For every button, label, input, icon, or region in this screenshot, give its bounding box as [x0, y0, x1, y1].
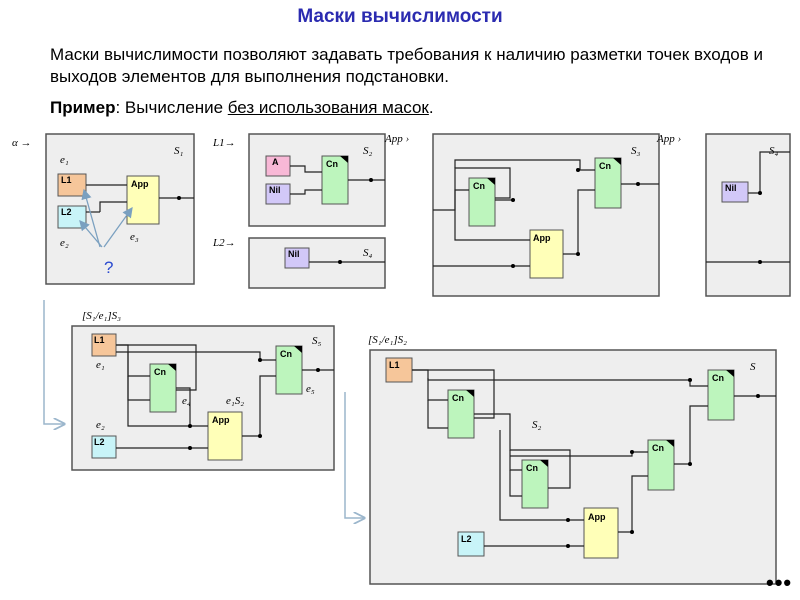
- subst2-label: [S₁/e₁]S₂: [368, 334, 407, 346]
- block-app-text: App: [131, 179, 149, 189]
- block-cn-text: Cn: [326, 159, 338, 169]
- app1-cn2-text: Cn: [599, 161, 611, 171]
- s2-label: S₂: [363, 145, 373, 157]
- s2-app-text: App: [588, 512, 606, 522]
- s6-label: S₄: [769, 145, 779, 157]
- app-arrow-2-label: App ›: [656, 133, 681, 145]
- example-underlined: без использования масок: [227, 98, 429, 117]
- s5-label: S₅: [312, 335, 322, 347]
- l1-arrow-label: L1→: [212, 137, 236, 149]
- app1-app-text: App: [533, 233, 551, 243]
- panel-subst-2: [S₁/e₁]S₂ S S₂ L1 L2 Cn Cn Cn Cn App: [368, 334, 777, 585]
- s1-l2-text: L2: [94, 437, 105, 447]
- s2-cn1-text: Cn: [452, 393, 464, 403]
- panel-l2: L2→ S₄ Nil: [212, 237, 386, 289]
- panel-alpha: α → S₁ e₁ L1 L2 e₂ App e₃ ?: [12, 133, 195, 285]
- block-nil-2: [284, 247, 310, 269]
- s2-l2-text: L2: [461, 534, 472, 544]
- s1-e2: e₂: [96, 419, 105, 431]
- panel-l2-frame: [248, 237, 386, 289]
- block-l1-text: L1: [61, 175, 72, 185]
- s4-label: S₄: [363, 247, 373, 259]
- block-l2-text: L2: [61, 207, 72, 217]
- continuation-dots: •••: [766, 570, 793, 595]
- block-nil-text: Nil: [269, 185, 281, 195]
- s1-label: S₁: [174, 145, 184, 157]
- s1-l1-text: L1: [94, 335, 105, 345]
- s1-cn2-text: Cn: [280, 349, 292, 359]
- s-mid-label: S₂: [532, 419, 542, 431]
- block-a-text: A: [272, 157, 279, 167]
- question-mark: ?: [104, 258, 113, 277]
- block-nil-2-text: Nil: [288, 249, 300, 259]
- s1-app-text: App: [212, 415, 230, 425]
- panel-app-2-frame: [705, 133, 791, 297]
- panel-alpha-frame: [45, 133, 195, 285]
- s1-e1s2: e₁S₂: [226, 395, 244, 407]
- subst1-label: [S₁/e₁]S₃: [82, 310, 121, 322]
- panel-app-2: App › S₄ Nil: [656, 133, 791, 297]
- s2-cn3-text: Cn: [526, 463, 538, 473]
- s1-e5: e₅: [306, 383, 315, 395]
- s-right-label: S: [750, 361, 756, 373]
- app1-cn1-text: Cn: [473, 181, 485, 191]
- s1-cn1-text: Cn: [154, 367, 166, 377]
- e1-label: e₁: [60, 154, 69, 166]
- block-l2: [57, 205, 87, 229]
- app-arrow-1-label: App ›: [384, 133, 409, 145]
- s2-cn4-text: Cn: [652, 443, 664, 453]
- example-line: Пример: Вычисление без использования мас…: [50, 98, 434, 118]
- example-text: : Вычисление: [115, 98, 228, 117]
- e2-label: e₂: [60, 237, 69, 249]
- panel-l1: L1→ S₂ A Nil Cn: [212, 133, 386, 227]
- s2-l1-text: L1: [389, 360, 400, 370]
- s1-e1: e₁: [96, 359, 105, 371]
- panel-app-1: App › S₃ Cn Cn App: [384, 133, 660, 297]
- description-text: Маски вычислимости позволяют задавать тр…: [50, 45, 764, 86]
- e3-label: e₃: [130, 231, 139, 243]
- example-period: .: [428, 98, 434, 117]
- s3-label: S₃: [631, 145, 641, 157]
- s2-cn2-text: Cn: [712, 373, 724, 383]
- page-title: Маски вычислимости: [297, 6, 503, 27]
- s1-e4: e₄: [182, 395, 191, 407]
- example-label: Пример: [50, 98, 116, 117]
- app2-nil-text: Nil: [725, 183, 737, 193]
- panel-subst-1: [S₁/e₁]S₃ S₅ L1 e₁ L2 e₂ Cn e₄ Cn e₅ App…: [71, 310, 335, 471]
- l2-arrow-label: L2→: [212, 237, 236, 249]
- alpha-arrow-label: α →: [12, 137, 32, 149]
